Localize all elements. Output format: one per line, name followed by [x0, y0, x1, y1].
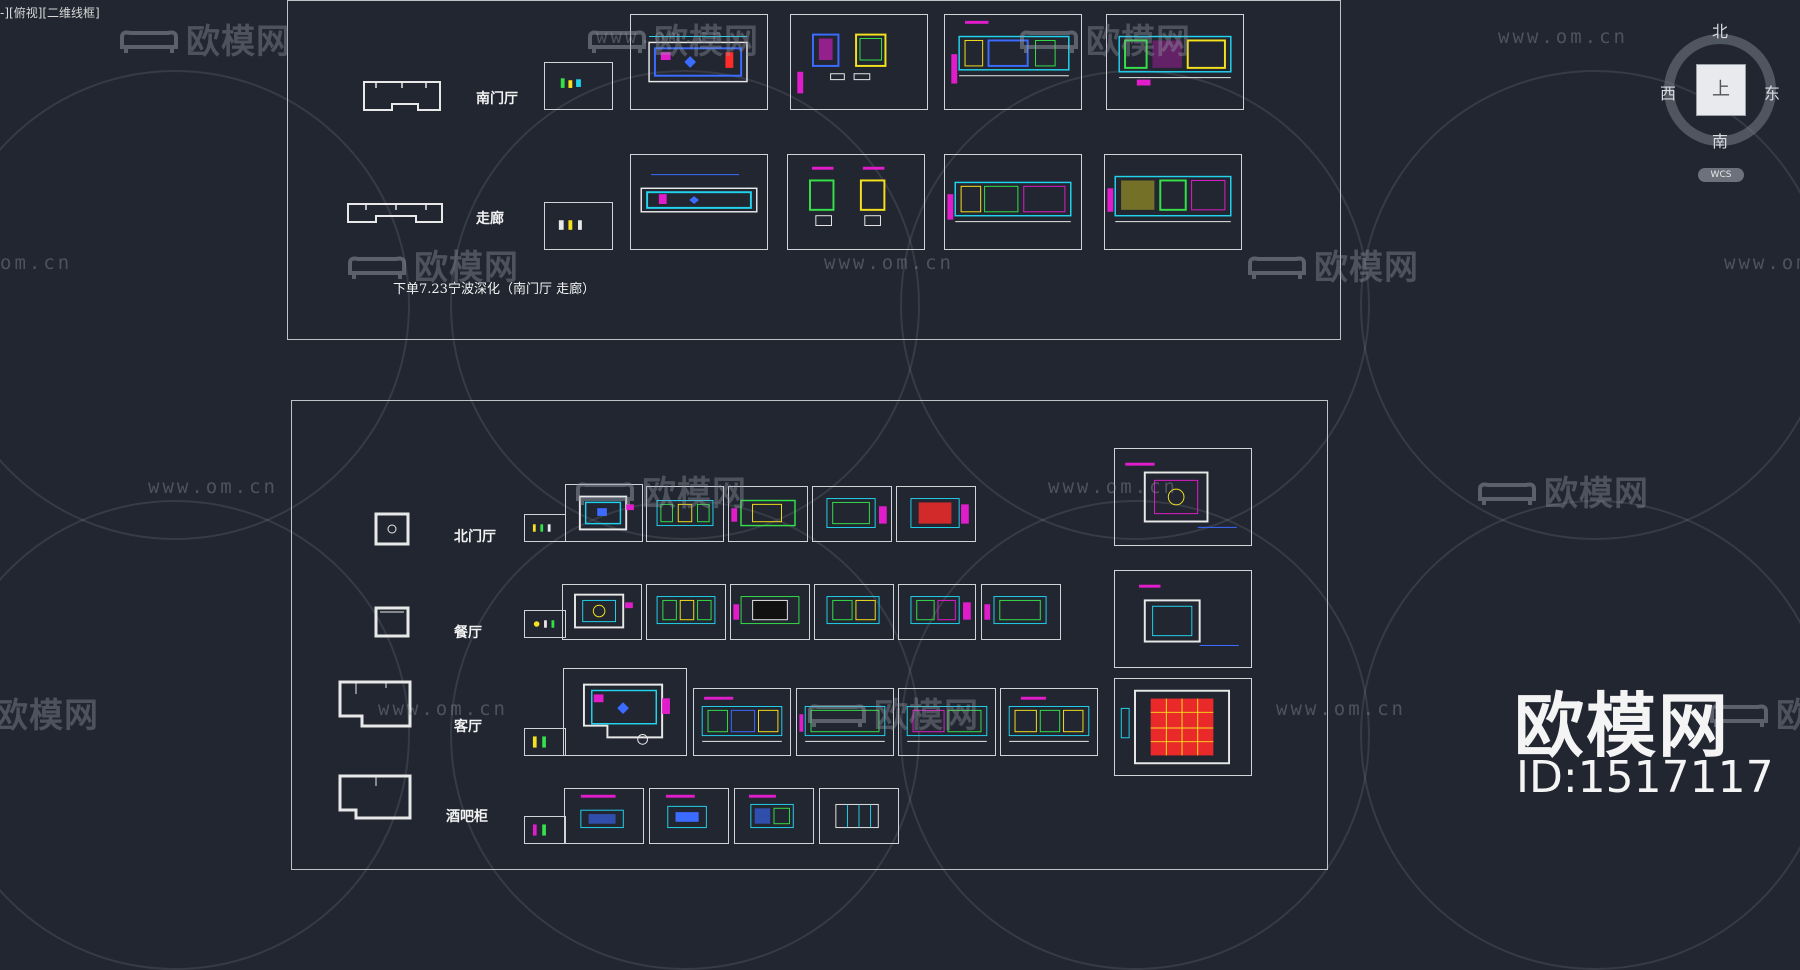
sofa-icon [1248, 256, 1306, 279]
drawing-sheet-elevation[interactable] [693, 688, 791, 756]
watermark-logo: 欧模网 [586, 14, 759, 63]
watermark-url: www.om.cn [148, 476, 278, 498]
drawing-sheet-legend[interactable] [524, 728, 566, 756]
viewport-label[interactable]: -][俯视][二维线框] [0, 6, 100, 20]
drawing-sheet-elevation[interactable] [898, 688, 996, 756]
compass-ring[interactable] [1664, 34, 1776, 146]
drawing-sheet-elevation[interactable] [787, 154, 925, 250]
drawing-sheet-elevation[interactable] [790, 14, 928, 110]
drawing-sheet-plan[interactable] [630, 14, 768, 110]
compass-south-label[interactable]: 南 [1712, 132, 1729, 151]
compass-east-label[interactable]: 东 [1764, 84, 1781, 103]
drawing-sheet-elevation[interactable] [1000, 688, 1098, 756]
watermark-url: www.om.cr [1724, 252, 1800, 274]
row-label-south-lobby: 南门厅 [476, 91, 518, 107]
drawing-sheet-legend[interactable] [544, 202, 613, 250]
row-label-corridor: 走廊 [476, 211, 504, 227]
sofa-icon [1478, 482, 1536, 505]
brand-id: ID:1517117 [1516, 752, 1774, 803]
drawing-sheet-plan[interactable] [562, 584, 642, 640]
drawing-sheet-elevation[interactable] [819, 788, 899, 844]
floor-plan-thumbnail[interactable] [362, 78, 442, 114]
drawing-sheet-elevation[interactable] [896, 486, 976, 542]
brand-name: 欧模网 [1514, 685, 1730, 767]
drawing-sheet-elevation[interactable] [646, 584, 726, 640]
drawing-sheet-elevation[interactable] [812, 486, 892, 542]
drawing-sheet-ceiling-plan[interactable] [1114, 678, 1252, 776]
drawing-sheet-elevation[interactable] [734, 788, 814, 844]
drawing-sheet-elevation[interactable] [944, 14, 1082, 110]
sofa-icon [576, 482, 634, 505]
drawing-sheet-elevation[interactable] [944, 154, 1082, 250]
compass-west-label[interactable]: 西 [1660, 84, 1677, 103]
view-cube-top-face[interactable]: 上 [1696, 64, 1746, 116]
drawing-sheet-elevation[interactable] [898, 584, 976, 640]
view-cube[interactable]: 北 西 东 南 上 WCS [1660, 18, 1781, 182]
watermark-url: www.om.cn [596, 26, 726, 48]
drawing-sheet-elevation[interactable] [981, 584, 1061, 640]
watermark-logo: 欧模网 [346, 240, 519, 289]
watermark-logo: 欧模网 [806, 688, 979, 737]
drawing-sheet-legend[interactable] [544, 62, 613, 110]
floor-plan-thumbnail[interactable] [346, 200, 444, 226]
row-label-living-room: 客厅 [454, 719, 482, 735]
row-label-dining-room: 餐厅 [454, 625, 482, 641]
drawing-sheet-ceiling-plan[interactable] [1114, 570, 1252, 668]
sofa-icon [1020, 30, 1078, 53]
watermark-url: www.om.cn [378, 698, 508, 720]
drawing-sheet-elevation[interactable] [649, 788, 729, 844]
drawing-sheet-elevation[interactable] [1106, 14, 1244, 110]
drawing-sheet-legend[interactable] [524, 816, 566, 844]
drawing-sheet-elevation[interactable] [796, 688, 894, 756]
floor-plan-thumbnail[interactable] [336, 770, 414, 824]
drawing-sheet-elevation[interactable] [814, 584, 894, 640]
watermark-url: www.om.cn [1276, 698, 1406, 720]
drawing-sheet-elevation[interactable] [730, 584, 810, 640]
watermark-logo: 欧模网 [0, 696, 99, 736]
watermark-url: www.om.cn [1498, 26, 1628, 48]
floor-plan-thumbnail[interactable] [336, 676, 414, 732]
watermark-logo: 欧模网 [1246, 240, 1419, 289]
drawing-sheet-ceiling-plan[interactable] [1114, 448, 1252, 546]
sofa-icon [1710, 704, 1768, 727]
watermark-url: www.om.cn [824, 252, 954, 274]
drawing-sheet-legend[interactable] [524, 610, 566, 638]
watermark-url: www.om.cn [1048, 476, 1178, 498]
sofa-icon [348, 256, 406, 279]
drawing-sheet-elevation[interactable] [646, 486, 724, 542]
drawing-caption: 下单7.23宁波深化（南门厅 走廊） [393, 282, 596, 297]
watermark-logo: 欧模网 [574, 466, 747, 515]
watermark-logo: 欧模网 [1018, 14, 1191, 63]
sofa-icon [588, 30, 646, 53]
row-label-bar-cabinet: 酒吧柜 [446, 809, 488, 825]
drawing-sheet-plan[interactable] [630, 154, 768, 250]
sofa-icon [120, 30, 178, 53]
watermark-logo: 欧模网 [1476, 466, 1649, 515]
drawing-sheet-plan[interactable] [564, 788, 644, 844]
drawing-sheet-elevation[interactable] [728, 486, 808, 542]
drawing-sheet-plan[interactable] [563, 668, 687, 756]
wcs-menu-button[interactable]: WCS [1698, 168, 1744, 182]
compass-north-label[interactable]: 北 [1712, 22, 1729, 41]
drawing-sheet-elevation[interactable] [1104, 154, 1242, 250]
floor-plan-thumbnail[interactable] [370, 602, 414, 642]
watermark-url: om.cn [0, 252, 73, 274]
drawing-sheet-legend[interactable] [524, 514, 566, 542]
watermark-logo: 欧模网 [1708, 688, 1800, 737]
row-label-north-lobby: 北门厅 [454, 529, 496, 545]
sofa-icon [808, 704, 866, 727]
watermark-logo: 欧模网 [118, 14, 291, 63]
floor-plan-thumbnail[interactable] [372, 510, 412, 548]
drawing-frame-top[interactable] [287, 0, 1341, 340]
